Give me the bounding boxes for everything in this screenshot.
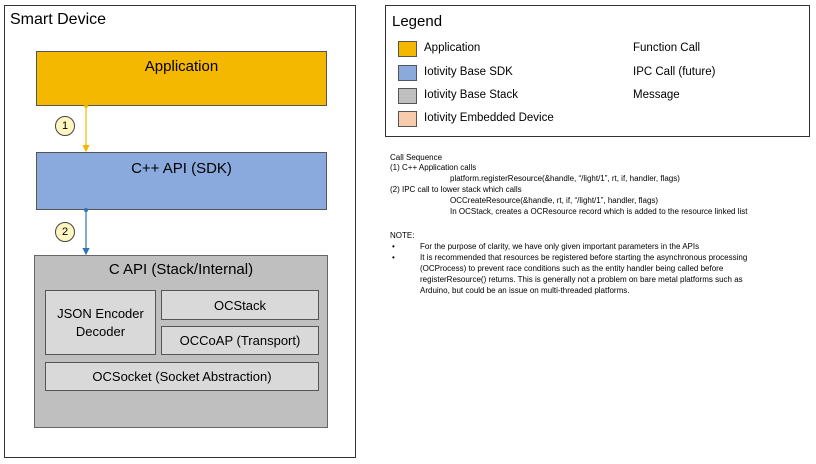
- legend-label-stack: Iotivity Base Stack: [424, 89, 518, 101]
- note-text-2d: Arduino, but could be an issue on multi-…: [420, 286, 630, 295]
- legend-label-application: Application: [424, 42, 481, 54]
- legend-swatch-stack: [398, 88, 417, 104]
- legend-box: [385, 5, 810, 137]
- call-sequence-step2-detail: In OCStack, creates a OCResource record …: [450, 207, 748, 216]
- legend-label-embedded: Iotivity Embedded Device: [424, 112, 554, 124]
- ocsocket-block: OCSocket (Socket Abstraction): [45, 362, 319, 391]
- json-codec-block: JSON Encoder Decoder: [45, 290, 156, 355]
- note-bullet-2: •: [392, 253, 395, 262]
- legend-title: Legend: [392, 13, 443, 30]
- call-sequence-heading: Call Sequence: [390, 153, 443, 162]
- ipc-call-dot: [84, 208, 88, 212]
- call-sequence-step2-api: OCCreateResource(&handle, rt, if, “/ligh…: [450, 196, 659, 205]
- occoap-block: OCCoAP (Transport): [161, 326, 319, 355]
- legend-label-function-call: Function Call: [633, 42, 701, 54]
- application-block: Application: [36, 51, 327, 106]
- call-sequence-step1-api: platform.registerResource(&handle, “/lig…: [450, 174, 680, 183]
- legend-label-message: Message: [633, 89, 680, 101]
- legend-swatch-embedded: [398, 111, 417, 127]
- legend-label-sdk: Iotivity Base SDK: [424, 66, 513, 78]
- legend-label-ipc-call: IPC Call (future): [633, 66, 716, 78]
- note-text-2c: registerResource() returns. This is gene…: [420, 275, 743, 284]
- note-text-2b: (OCProcess) to prevent race conditions s…: [420, 264, 724, 273]
- json-codec-line2: Decoder: [75, 323, 126, 339]
- note-heading: NOTE:: [390, 231, 415, 240]
- legend-swatch-application: [398, 41, 417, 57]
- note-bullet-1: •: [392, 242, 395, 251]
- json-codec-line1: JSON Encoder: [57, 305, 144, 321]
- legend-swatch-sdk: [398, 65, 417, 81]
- stack-title: C API (Stack/Internal): [108, 261, 254, 278]
- call-sequence-step1: (1) C++ Application calls: [390, 163, 477, 172]
- smart-device-title: Smart Device: [10, 11, 107, 28]
- step-2-marker: 2: [55, 222, 75, 242]
- note-text-1: For the purpose of clarity, we have only…: [420, 242, 700, 251]
- note-text-2a: It is recommended that resources be regi…: [420, 253, 748, 262]
- sdk-block: C++ API (SDK): [36, 152, 327, 210]
- call-sequence-step2: (2) IPC call to lower stack which calls: [390, 185, 522, 194]
- function-call-dot: [84, 104, 88, 108]
- ocstack-block: OCStack: [161, 290, 319, 320]
- step-1-marker: 1: [55, 116, 75, 136]
